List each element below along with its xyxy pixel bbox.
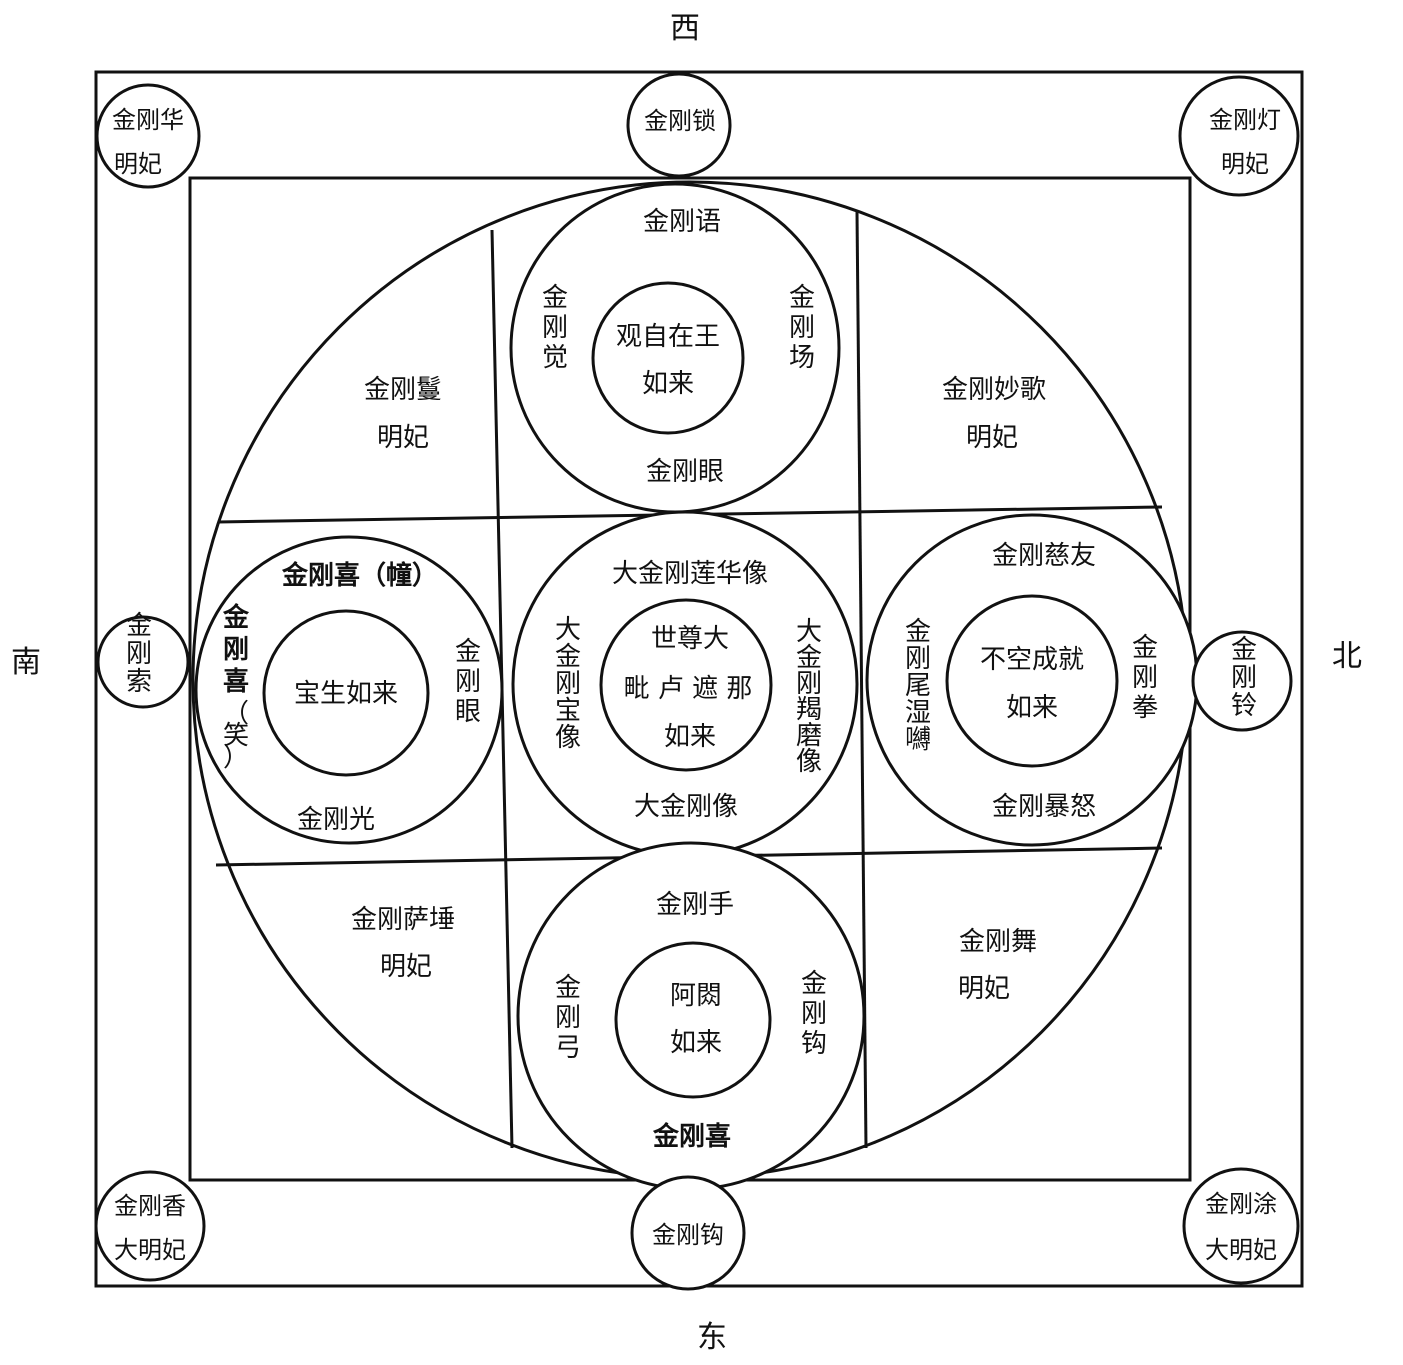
west-right-label: 金刚场	[789, 283, 815, 373]
east-circle	[516, 841, 866, 1191]
outer-circle-top-right	[1178, 75, 1300, 197]
outer-bottom-label: 金刚钩	[652, 1221, 724, 1249]
corner-top-left-line2: 明妃	[377, 423, 429, 453]
east-left-label-text: 金刚弓	[555, 973, 581, 1063]
west-top-label: 金刚语	[643, 207, 721, 237]
south-circle-inner	[262, 609, 430, 777]
outer-bottom-left-line2: 大明妃	[114, 1236, 186, 1264]
center-circle-inner	[599, 598, 773, 772]
outer-circle-right	[1191, 630, 1293, 732]
north-circle	[865, 513, 1199, 847]
outer-circle-top	[626, 72, 732, 178]
north-circle-inner	[945, 594, 1119, 768]
corner-bottom-left-line1: 金刚萨埵	[351, 905, 455, 935]
outer-bottom-right-line1: 金刚涂	[1205, 1190, 1277, 1218]
west-center-line2: 如来	[642, 369, 694, 399]
center-bottom-label: 大金刚像	[634, 792, 738, 822]
east-top-label: 金刚手	[656, 890, 734, 920]
center-center-line2: 毗 卢 遮 那	[624, 674, 753, 704]
corner-bottom-right-line2: 明妃	[958, 974, 1010, 1004]
center-right-label: 大金刚羯磨像	[796, 617, 822, 777]
outer-bottom-right-line2: 大明妃	[1205, 1236, 1277, 1264]
north-top-label: 金刚慈友	[992, 541, 1096, 571]
outer-top-right-line2: 明妃	[1221, 150, 1269, 178]
west-circle	[509, 182, 841, 514]
east-center-line1: 阿閦	[670, 981, 722, 1011]
south-right-label: 金刚眼	[455, 637, 481, 727]
south-right-label-text: 金刚眼	[455, 637, 481, 727]
center-left-label-text: 大金刚宝像	[555, 615, 581, 753]
west-right-label-text: 金刚场	[789, 283, 815, 373]
south-left-label: 金刚喜	[222, 602, 250, 697]
corner-bottom-right-line1: 金刚舞	[959, 927, 1037, 957]
west-left-label: 金刚觉	[542, 283, 568, 373]
center-center-line1: 世尊大	[651, 624, 729, 654]
south-circle	[194, 535, 504, 845]
south-left-paren-text: （笑）	[223, 699, 249, 773]
north-center-line2: 如来	[1006, 693, 1058, 723]
north-left-label: 金刚尾湿嚩	[905, 617, 931, 755]
east-left-label: 金刚弓	[555, 973, 581, 1063]
corner-top-right-line1: 金刚妙歌	[942, 375, 1046, 405]
north-right-label-text: 金刚拳	[1132, 633, 1158, 723]
north-bottom-label: 金刚暴怒	[992, 792, 1096, 822]
east-bottom-label: 金刚喜	[652, 1121, 731, 1152]
center-center-line3: 如来	[664, 722, 716, 752]
outer-bottom-left-line1: 金刚香	[114, 1192, 186, 1220]
direction-east: 东	[697, 1320, 727, 1355]
south-bottom-label: 金刚光	[297, 805, 375, 835]
outer-left-label-text: 金刚索	[126, 611, 152, 697]
east-right-label-text: 金刚钩	[801, 969, 827, 1059]
north-left-label-text: 金刚尾湿嚩	[905, 617, 931, 755]
direction-north: 北	[1332, 639, 1362, 674]
outer-right-label-text: 金刚铃	[1231, 635, 1257, 721]
outer-circle-bottom-right	[1182, 1167, 1300, 1285]
west-center-line1: 观自在王	[616, 322, 720, 352]
east-circle-inner	[614, 941, 772, 1099]
north-right-label: 金刚拳	[1132, 633, 1158, 723]
direction-south: 南	[11, 645, 41, 680]
outer-top-left-line1: 金刚华	[112, 106, 184, 134]
south-left-label-text: 金刚喜	[222, 602, 250, 697]
direction-west: 西	[670, 11, 700, 46]
outer-circle-left	[96, 615, 190, 709]
south-center-label: 宝生如来	[294, 679, 398, 709]
east-right-label: 金刚钩	[801, 969, 827, 1059]
outer-right-label: 金刚铃	[1231, 635, 1257, 721]
outer-top-right-line1: 金刚灯	[1209, 106, 1281, 134]
center-right-label-text: 大金刚羯磨像	[796, 617, 822, 777]
center-top-label: 大金刚莲华像	[612, 559, 768, 589]
south-top-label: 金刚喜（幢）	[281, 560, 438, 591]
south-left-paren: （笑）	[223, 699, 249, 773]
west-left-label-text: 金刚觉	[542, 283, 568, 373]
grid-line-right	[855, 211, 868, 1149]
west-circle-inner	[591, 281, 745, 435]
outer-left-label: 金刚索	[126, 611, 152, 697]
west-bottom-label: 金刚眼	[646, 457, 724, 487]
corner-bottom-left-line2: 明妃	[380, 952, 432, 982]
corner-top-left-line1: 金刚鬘	[364, 375, 442, 405]
east-center-line2: 如来	[670, 1028, 722, 1058]
outer-circle-bottom	[630, 1175, 746, 1291]
center-left-label: 大金刚宝像	[555, 615, 581, 753]
outer-circle-bottom-left	[94, 1170, 206, 1282]
corner-top-right-line2: 明妃	[966, 423, 1018, 453]
outer-circle-top-left	[95, 83, 201, 189]
outer-top-label: 金刚锁	[644, 107, 716, 135]
north-center-line1: 不空成就	[980, 645, 1084, 675]
outer-top-left-line2: 明妃	[114, 150, 162, 178]
